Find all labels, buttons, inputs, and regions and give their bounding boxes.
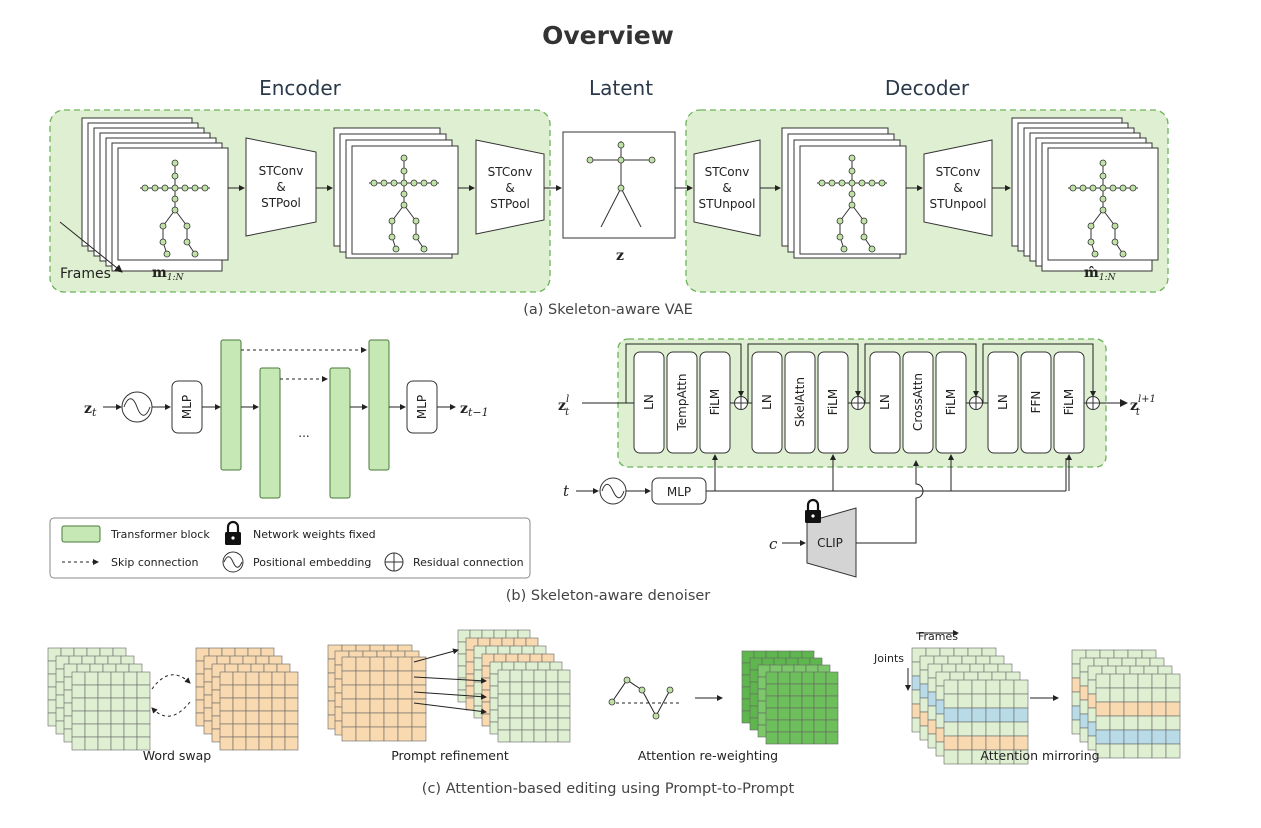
joints-axis-label: Joints bbox=[873, 652, 904, 665]
encoder-mid-stack bbox=[333, 127, 459, 259]
svg-text:STUnpool: STUnpool bbox=[699, 197, 756, 211]
svg-text:STConv: STConv bbox=[488, 165, 533, 179]
residual-plus-icon bbox=[969, 396, 983, 410]
caption-a: (a) Skeleton-aware VAE bbox=[523, 302, 693, 318]
positional-embedding-legend-icon bbox=[222, 551, 244, 573]
c-label: c bbox=[769, 535, 778, 553]
editing-section bbox=[47, 629, 1181, 765]
output-frame-stack bbox=[1011, 117, 1159, 272]
clip-to-crossattn bbox=[856, 460, 924, 544]
page-title: Overview bbox=[542, 21, 674, 50]
sublayer-label: LN bbox=[996, 394, 1010, 410]
stconv-stpool-1: STConv & STPool bbox=[245, 137, 317, 237]
word-swap-label: Word swap bbox=[143, 748, 211, 763]
residual-plus-icon bbox=[734, 396, 748, 410]
frames-axis-label: Frames bbox=[918, 630, 958, 643]
latent-symbol: z bbox=[616, 248, 624, 264]
sublayer-label: CrossAttn bbox=[911, 373, 925, 431]
sublayer-1-1 bbox=[784, 351, 816, 454]
denoiser-output-symbol: zt−1 bbox=[460, 401, 489, 419]
sublayer-label: FiLM bbox=[826, 389, 840, 415]
latent-label: Latent bbox=[589, 76, 653, 100]
sublayer-label: FFN bbox=[1029, 391, 1043, 414]
caption-b: (b) Skeleton-aware denoiser bbox=[506, 588, 711, 604]
sublayer-label: FiLM bbox=[1062, 389, 1076, 415]
sublayer-label: TempAttn bbox=[675, 374, 689, 432]
svg-text:STConv: STConv bbox=[705, 165, 750, 179]
transformer-block-3 bbox=[329, 367, 351, 499]
t-label: t bbox=[563, 482, 570, 500]
attention-reweighting-label: Attention re-weighting bbox=[638, 748, 778, 763]
sublayer-label: FiLM bbox=[944, 389, 958, 415]
output-symbol: m̂1:N bbox=[1084, 265, 1117, 283]
latent-box bbox=[562, 131, 676, 239]
ellipsis: ... bbox=[298, 426, 309, 440]
svg-text:Skip connection: Skip connection bbox=[111, 556, 199, 569]
sublayer-0-1 bbox=[666, 351, 698, 454]
svg-text:STPool: STPool bbox=[490, 197, 530, 211]
input-symbol: m1:N bbox=[152, 265, 185, 283]
sublayer-label: SkelAttn bbox=[793, 377, 807, 427]
sublayers: LN TempAttn FiLM LN SkelAttn FiLM LN CrossAttn F… bbox=[625, 343, 1100, 491]
sublayer-2-1 bbox=[902, 351, 934, 454]
svg-text:MLP: MLP bbox=[667, 485, 691, 499]
svg-text:STConv: STConv bbox=[259, 164, 304, 178]
frames-label: Frames bbox=[60, 266, 111, 282]
residual-connection-icon bbox=[384, 552, 404, 572]
legend-transformer-swatch bbox=[61, 525, 101, 543]
caption-c: (c) Attention-based editing using Prompt… bbox=[422, 781, 795, 797]
transformer-block-1 bbox=[220, 339, 242, 471]
svg-text:MLP: MLP bbox=[415, 395, 429, 419]
denoiser-input-symbol: zt bbox=[84, 401, 97, 419]
svg-text:STPool: STPool bbox=[261, 196, 301, 210]
frames-arrow bbox=[59, 221, 123, 273]
sublayer-label: LN bbox=[878, 394, 892, 410]
positional-embedding-icon bbox=[121, 391, 153, 423]
svg-text:&: & bbox=[505, 181, 514, 195]
svg-text:Residual connection: Residual connection bbox=[413, 556, 524, 569]
svg-text:Positional embedding: Positional embedding bbox=[253, 556, 371, 569]
svg-text:Network weights fixed: Network weights fixed bbox=[253, 528, 376, 541]
transformer-block-2 bbox=[259, 367, 281, 499]
decoder-label: Decoder bbox=[885, 76, 970, 100]
stconv-stunpool-1: STConv & STUnpool bbox=[693, 139, 761, 237]
attention-mirroring-label: Attention mirroring bbox=[980, 748, 1099, 763]
residual-plus-icon bbox=[1086, 396, 1100, 410]
residual-plus-icon bbox=[851, 396, 865, 410]
svg-text:STUnpool: STUnpool bbox=[930, 197, 987, 211]
sublayer-label: FiLM bbox=[708, 389, 722, 415]
legend: Transformer block Network weights fixed … bbox=[49, 517, 531, 579]
sublayer-label: LN bbox=[760, 394, 774, 410]
svg-text:Transformer block: Transformer block bbox=[110, 528, 210, 541]
svg-text:MLP: MLP bbox=[180, 395, 194, 419]
clip-encoder bbox=[806, 507, 857, 578]
stconv-stpool-2: STConv & STPool bbox=[475, 139, 545, 235]
svg-text:&: & bbox=[953, 181, 962, 195]
time-embedding-icon bbox=[599, 477, 627, 505]
svg-text:STConv: STConv bbox=[936, 165, 981, 179]
prompt-refinement-label: Prompt refinement bbox=[391, 748, 509, 763]
svg-text:&: & bbox=[276, 180, 285, 194]
decoder-mid-stack bbox=[781, 127, 907, 259]
encoder-label: Encoder bbox=[259, 76, 342, 100]
clip-lock-icon bbox=[803, 498, 823, 525]
transformer-block-4 bbox=[368, 339, 390, 471]
clip-label: CLIP bbox=[817, 536, 843, 550]
input-frame-stack bbox=[81, 117, 229, 272]
sublayer-3-1 bbox=[1020, 351, 1052, 454]
stconv-stunpool-2: STConv & STUnpool bbox=[923, 139, 993, 237]
sublayer-label: LN bbox=[642, 394, 656, 410]
svg-text:&: & bbox=[722, 181, 731, 195]
